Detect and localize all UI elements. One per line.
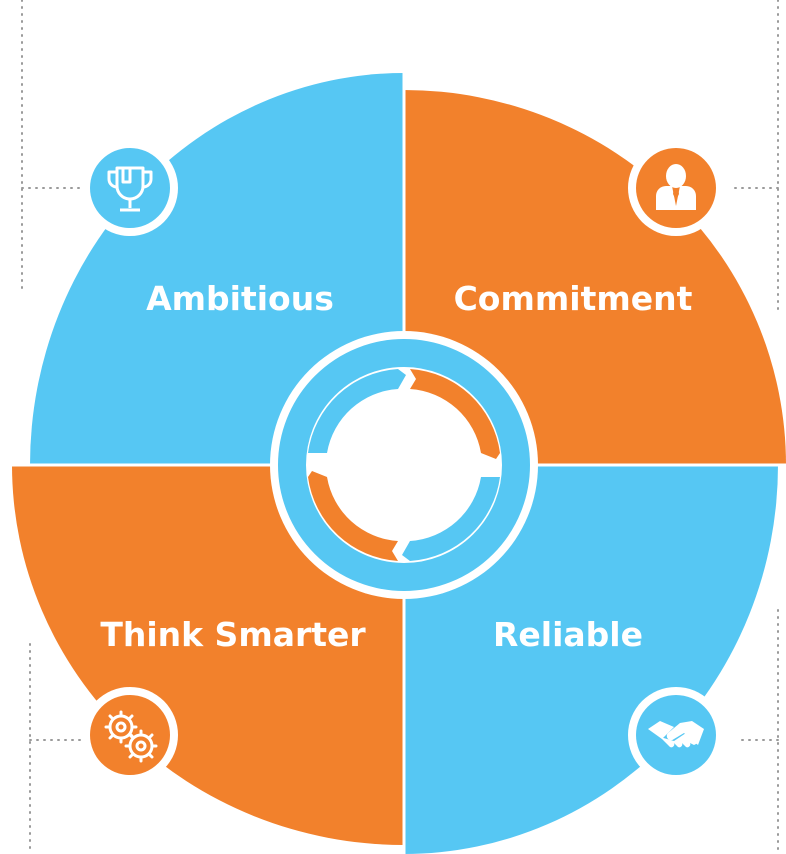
cycle-arrows-icon	[308, 369, 500, 561]
quadrant-think-smarter	[12, 465, 404, 845]
businessman-icon	[628, 140, 724, 236]
connector-bottom-right	[739, 609, 779, 854]
label-think-smarter: Think Smarter	[100, 615, 366, 654]
label-ambitious: Ambitious	[146, 279, 334, 318]
quadrant-reliable	[404, 465, 778, 854]
connector-bottom-left	[29, 643, 83, 854]
connector-lines	[21, 0, 779, 854]
quadrant-ambitious	[30, 73, 404, 465]
handshake-icon	[628, 687, 724, 783]
connector-top-left	[21, 0, 83, 293]
trophy-icon	[82, 140, 178, 236]
gears-icon	[82, 687, 178, 783]
label-commitment: Commitment	[454, 279, 693, 318]
label-reliable: Reliable	[493, 615, 643, 654]
connector-top-right	[729, 0, 779, 313]
